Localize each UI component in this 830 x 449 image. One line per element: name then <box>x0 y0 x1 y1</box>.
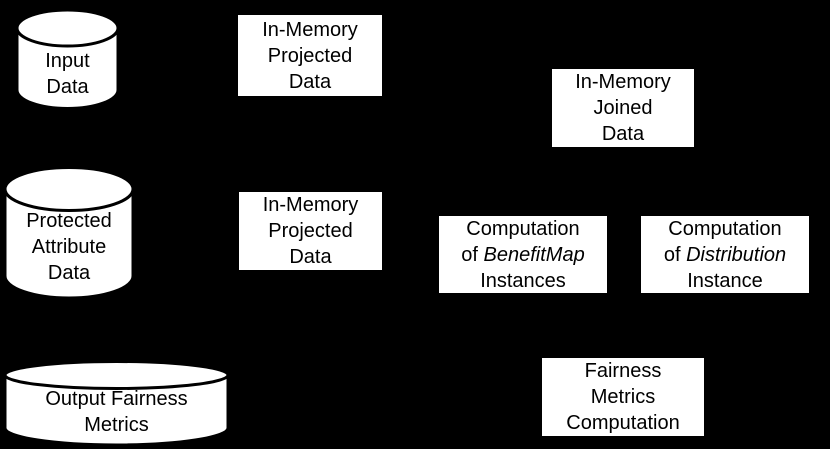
database-cylinder-icon <box>15 8 120 110</box>
database-cylinder-icon <box>3 166 135 300</box>
database-cylinder-icon <box>3 360 230 447</box>
